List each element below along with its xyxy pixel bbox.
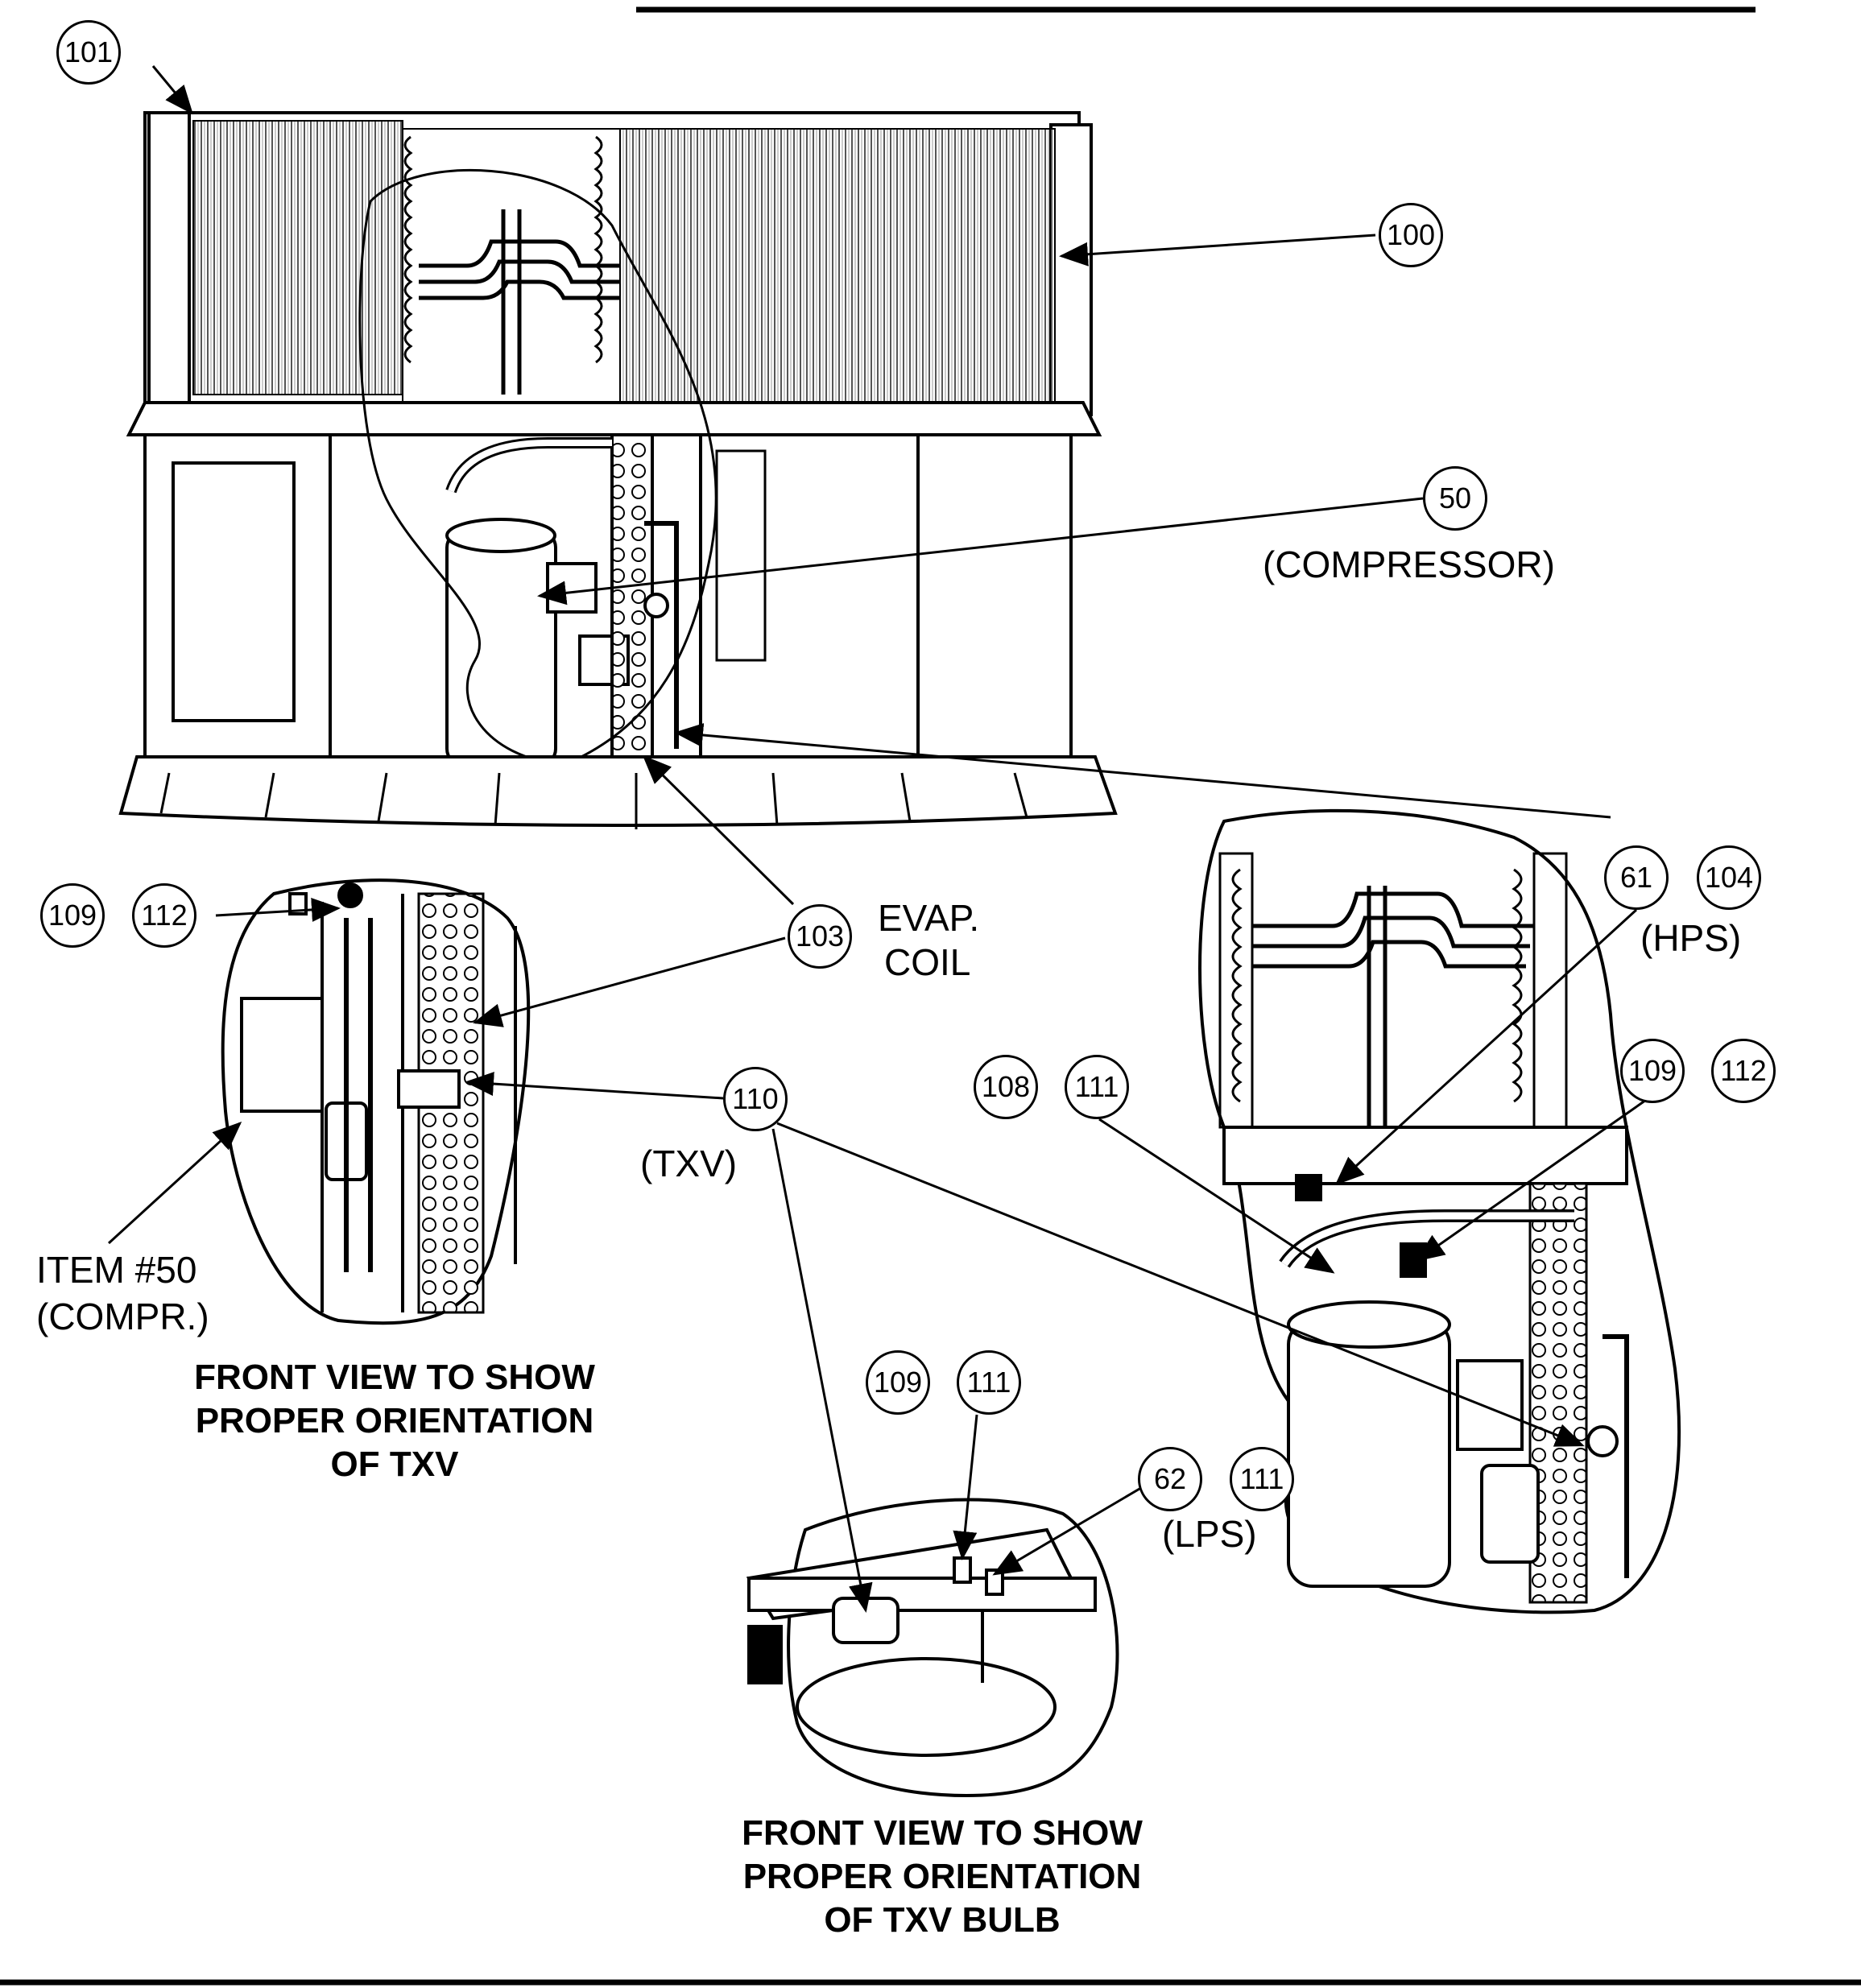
caption-bulb-line1: FRONT VIEW TO SHOW [742,1813,1143,1853]
callout-111-bottom: 111 [957,1350,1021,1415]
caption-txv-line1: FRONT VIEW TO SHOW [194,1358,595,1397]
coil-right [619,128,1056,403]
callout-103: 103 [788,904,852,969]
label-evap-line2: COIL [884,941,971,983]
leader-lines [107,65,1652,1613]
caption-txv-view: FRONT VIEW TO SHOW PROPER ORIENTATION OF… [137,1356,652,1486]
txv-detail-drawing [221,878,531,1325]
caption-bulb-line3: OF TXV BULB [824,1900,1061,1940]
callout-50: 50 [1423,466,1487,531]
callout-112-right: 112 [1711,1039,1776,1103]
compressor [445,530,557,767]
callout-109-bottom: 109 [866,1350,930,1415]
callout-109-right: 109 [1620,1039,1685,1103]
label-lps: (LPS) [1162,1513,1257,1555]
txv-bulb-detail-drawing [746,1498,1119,1798]
caption-txv-bulb-view: FRONT VIEW TO SHOW PROPER ORIENTATION OF… [684,1812,1200,1942]
label-compressor: (COMPRESSOR) [1263,543,1555,585]
callout-61: 61 [1604,845,1669,910]
pressure-switch-detail-drawing [1198,808,1681,1614]
access-panel [172,461,296,722]
main-unit-drawing [118,111,1118,829]
callout-108: 108 [974,1055,1038,1119]
callout-62: 62 [1138,1447,1202,1511]
label-evap-line1: EVAP. [878,897,980,939]
caption-txv-line3: OF TXV [330,1445,459,1484]
callout-104: 104 [1697,845,1761,910]
label-item-50-line2: (COMPR.) [36,1296,209,1337]
label-hps: (HPS) [1640,917,1742,959]
label-item-50-line1: ITEM #50 [36,1249,197,1291]
caption-bulb-line2: PROPER ORIENTATION [742,1857,1142,1896]
caption-txv-line2: PROPER ORIENTATION [195,1401,594,1440]
callout-110: 110 [723,1067,788,1131]
coil-left [192,120,403,395]
lower-cabinet [143,433,1073,767]
callout-112-left: 112 [132,883,196,948]
base-pan [118,755,1118,827]
label-txv: (TXV) [640,1143,738,1184]
callout-100: 100 [1379,203,1443,267]
callout-111-lps: 111 [1230,1447,1294,1511]
callout-111-right-upper: 111 [1065,1055,1129,1119]
callout-101: 101 [56,20,121,85]
callout-109-left: 109 [40,883,105,948]
unit-deck [126,401,1102,436]
